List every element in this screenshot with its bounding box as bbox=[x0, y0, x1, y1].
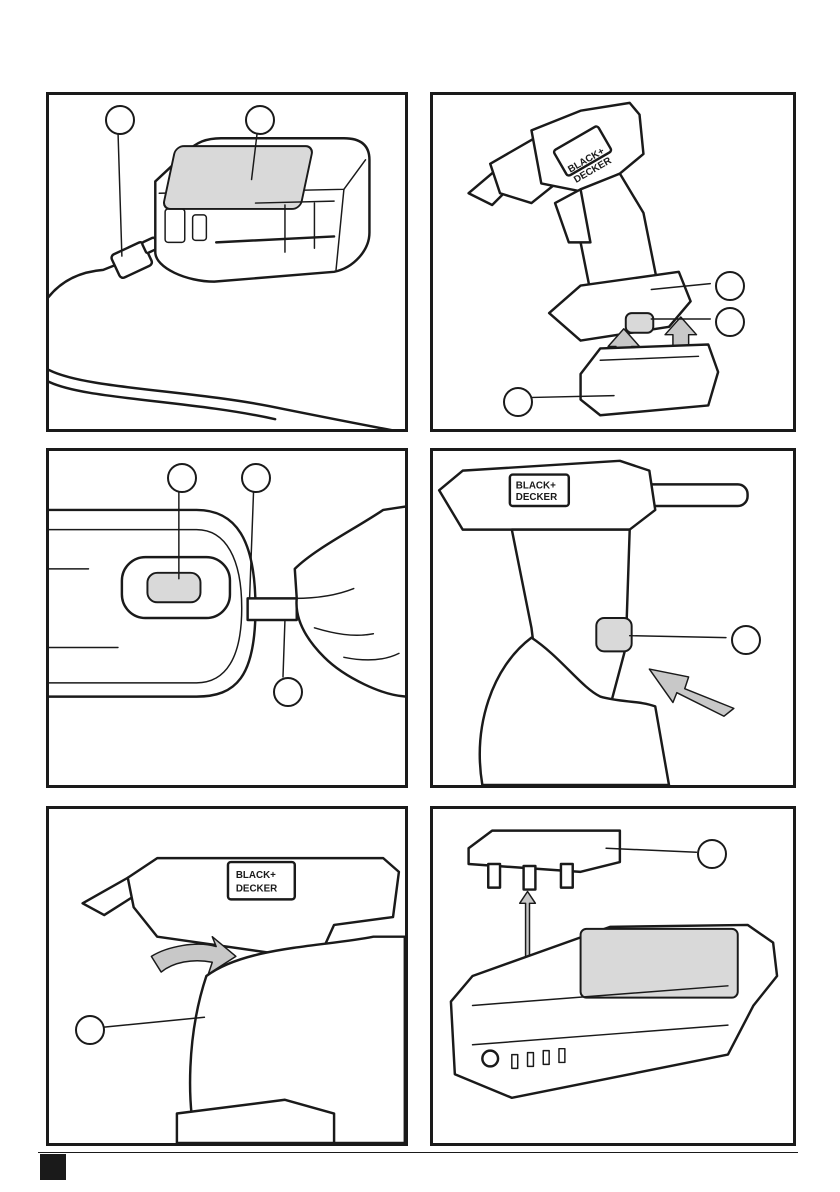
figure-panel-charging bbox=[46, 92, 408, 432]
logo-line-1-d: BLACK+ bbox=[516, 480, 556, 491]
callout-circle-b3 bbox=[503, 387, 533, 417]
callout-circle-b1 bbox=[715, 271, 745, 301]
figure-panel-remove-tab bbox=[46, 448, 408, 788]
trigger-illustration: BLACK+ DECKER bbox=[49, 809, 405, 1143]
glue-gun-attach-illustration: BLACK+ DECKER bbox=[433, 95, 793, 429]
callout-circle-b2 bbox=[715, 307, 745, 337]
logo-line-2-e: DECKER bbox=[236, 884, 277, 895]
figure-panel-power-button: BLACK+ DECKER bbox=[430, 448, 796, 788]
remove-tab-illustration bbox=[49, 451, 405, 785]
figure-panel-cover-removal bbox=[430, 806, 796, 1146]
figure-panel-trigger: BLACK+ DECKER bbox=[46, 806, 408, 1146]
page-marker-square bbox=[40, 1154, 66, 1180]
logo-line-1-e: BLACK+ bbox=[236, 870, 276, 881]
callout-circle-1 bbox=[105, 105, 135, 135]
callout-circle-c2 bbox=[241, 463, 271, 493]
power-button-illustration: BLACK+ DECKER bbox=[433, 451, 793, 785]
callout-circle-2 bbox=[245, 105, 275, 135]
callout-circle-c3 bbox=[273, 677, 303, 707]
footer-rule bbox=[38, 1152, 798, 1153]
callout-circle-f1 bbox=[697, 839, 727, 869]
battery-pack-charging-illustration bbox=[49, 95, 405, 429]
callout-circle-c1 bbox=[167, 463, 197, 493]
cover-removal-illustration bbox=[433, 809, 793, 1143]
logo-line-2-d: DECKER bbox=[516, 492, 557, 503]
callout-circle-e1 bbox=[75, 1015, 105, 1045]
figure-panel-attach-battery: BLACK+ DECKER bbox=[430, 92, 796, 432]
callout-circle-d1 bbox=[731, 625, 761, 655]
